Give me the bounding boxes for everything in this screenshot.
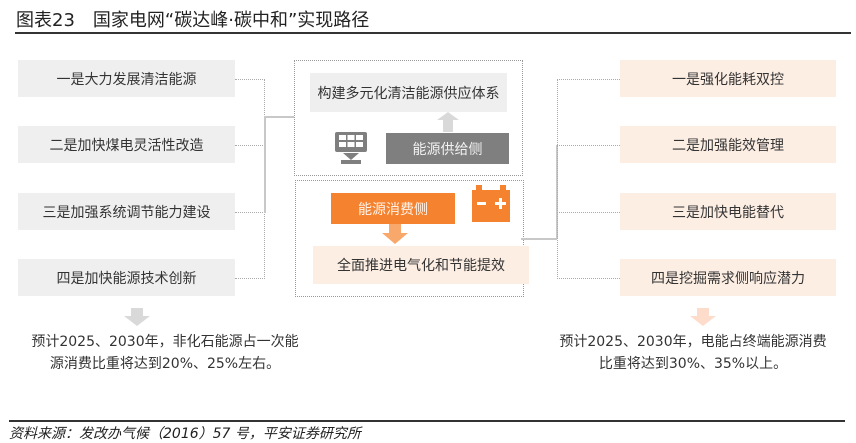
demand-forecast-line-2: 比重将达到30%、35%以上。	[598, 356, 788, 372]
supply-item-2: 二是加快煤电灵活性改造	[18, 126, 235, 163]
top-rule	[15, 32, 851, 34]
source-note: 资料来源：发改办气候（2016）57 号，平安证券研究所	[9, 426, 361, 442]
demand-item-4: 四是挖掘需求侧响应潜力	[620, 259, 836, 296]
supply-item-1: 一是大力发展清洁能源	[18, 60, 235, 97]
supply-item-3: 三是加强系统调节能力建设	[18, 193, 235, 230]
connector-main	[264, 117, 266, 213]
arrow-down-icon	[382, 224, 408, 248]
arrow-down-icon	[124, 308, 150, 330]
demand-side-label: 能源消费侧	[331, 193, 455, 224]
bottom-rule	[9, 420, 845, 422]
demand-item-1: 一是强化能耗双控	[620, 60, 836, 97]
supply-group	[294, 60, 523, 176]
figure-title-text: 国家电网“碳达峰·碳中和”实现路径	[92, 10, 370, 31]
demand-target: 全面推进电气化和节能提效	[313, 246, 529, 284]
demand-forecast: 预计2025、2030年，电能占终端能源消费 比重将达到30%、35%以上。	[548, 331, 838, 375]
connector	[235, 212, 265, 213]
connector-main	[521, 238, 557, 240]
connector-main	[264, 116, 294, 118]
solar-panel-icon	[333, 131, 369, 169]
supply-target: 构建多元化清洁能源供应体系	[310, 73, 507, 112]
connector	[557, 212, 620, 213]
connector	[557, 79, 620, 80]
supply-side-label: 能源供给侧	[386, 133, 509, 164]
battery-icon	[472, 185, 510, 227]
demand-item-2: 二是加强能效管理	[620, 126, 836, 163]
arrow-up-icon	[437, 112, 459, 136]
supply-forecast: 预计2025、2030年，非化石能源占一次能 源消费比重将达到20%、25%左右…	[20, 331, 310, 375]
connector	[557, 145, 620, 146]
connector	[235, 145, 265, 146]
connector	[557, 278, 620, 279]
demand-item-3: 三是加快电能替代	[620, 193, 836, 230]
connector	[557, 79, 558, 279]
demand-forecast-line-1: 预计2025、2030年，电能占终端能源消费	[559, 334, 827, 350]
figure-title: 图表23 国家电网“碳达峰·碳中和”实现路径	[16, 6, 369, 32]
supply-forecast-line-1: 预计2025、2030年，非化石能源占一次能	[31, 334, 299, 350]
arrow-down-icon	[690, 308, 716, 330]
supply-forecast-line-2: 源消费比重将达到20%、25%左右。	[49, 356, 281, 372]
supply-item-4: 四是加快能源技术创新	[18, 259, 235, 296]
connector	[235, 278, 265, 279]
figure-number: 图表23	[16, 10, 75, 31]
connector	[235, 79, 265, 80]
